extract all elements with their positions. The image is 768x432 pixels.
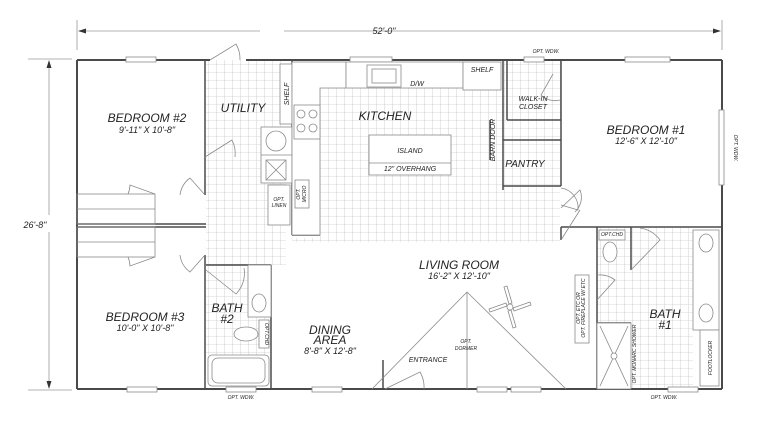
bath2-label-line1: BATH <box>211 301 242 315</box>
ceiling-fan-icon <box>488 285 532 329</box>
opt-chd-bath2-label: OPT.CHD <box>263 323 269 345</box>
bath1-fixtures <box>574 229 720 390</box>
opt-linen-line1: OPT. <box>273 197 284 203</box>
bedroom2-label: BEDROOM #2 <box>108 111 187 125</box>
bath1-label-line2: #1 <box>658 318 671 332</box>
dryer-icon <box>265 159 287 181</box>
dining-label-line2: AREA <box>313 333 347 347</box>
arrow-down-icon <box>46 381 52 389</box>
kitchen-shelf-label: SHELF <box>471 67 494 74</box>
opt-etc-line2: OPT. FIREPLACE W/ ETC <box>581 278 587 338</box>
bedroom3-label: BEDROOM #3 <box>106 310 185 324</box>
windows <box>125 56 725 393</box>
bath1-label-line1: BATH <box>649 307 680 321</box>
bedroom2-size: 9'-11" X 10'-8" <box>119 125 176 135</box>
sink-icon <box>698 233 714 253</box>
width-dimension-label: 52'-0" <box>373 26 397 36</box>
depth-dimension-label: 26'-8" <box>23 220 48 230</box>
depth-dimension <box>28 58 72 391</box>
footlocker-label: FOOTLOCKER <box>708 340 714 375</box>
barn-door-label: BARN DOOR <box>490 119 497 161</box>
labels: 52'-0" 26'-8" BEDROOM #2 9'-11" X 10'-8"… <box>23 26 738 401</box>
entrance-label: ENTRANCE <box>409 357 448 364</box>
arrow-left-icon <box>78 28 86 34</box>
opt-dormer-line2: DORMER <box>455 346 478 352</box>
toilet-icon <box>602 241 618 263</box>
walkin-closet-line1: WALK-IN <box>518 96 548 103</box>
opt-window-top-label: OPT. WDW. <box>533 49 560 55</box>
sink-icon <box>698 303 714 323</box>
kitchen-fixtures <box>291 61 502 236</box>
dishwasher-label: D/W <box>410 81 425 88</box>
opt-monarc-shower-label: OPT. MONARC SHOWER <box>632 324 638 383</box>
opt-dormer-line1: OPT. <box>460 339 471 345</box>
walkin-closet-line2: CLOSET <box>519 104 548 111</box>
overhang-label: 12" OVERHANG <box>384 166 437 173</box>
bathtub-icon <box>207 354 270 387</box>
pantry-label: PANTRY <box>505 159 546 170</box>
bath2-label-line2: #2 <box>220 312 234 326</box>
opt-micro-line2: MICRO <box>302 186 308 203</box>
width-dimension <box>76 20 723 50</box>
opt-chd-bath1-label: OPT.CHD <box>601 232 623 238</box>
doors <box>127 43 661 390</box>
living-room-size: 16'-2" X 12'-10" <box>428 271 491 281</box>
sink-icon <box>251 293 267 313</box>
bedroom1-size: 12'-6" X 12'-10" <box>615 136 678 146</box>
opt-etc-line1: OPT. ETC OR <box>576 292 582 324</box>
opt-window-bottom-left-label: OPT. WDW. <box>228 395 255 401</box>
bedroom1-label: BEDROOM #1 <box>607 123 686 137</box>
dining-size: 8'-8" X 12'-8" <box>304 346 357 356</box>
dormer-outline <box>371 291 567 390</box>
washer-icon <box>265 130 287 152</box>
sink-icon <box>366 64 402 88</box>
arrow-right-icon <box>713 28 721 34</box>
opt-micro-line1: OPT. <box>296 188 302 199</box>
living-room-label: LIVING ROOM <box>419 258 499 272</box>
opt-window-right-label: OPT. WDW. <box>732 135 738 162</box>
utility-shelf-label: SHELF <box>284 82 291 105</box>
kitchen-label: KITCHEN <box>359 109 412 123</box>
opt-window-bottom-right-label: OPT. WDW. <box>651 395 678 401</box>
arrow-up-icon <box>46 60 52 68</box>
toilet-icon <box>233 326 259 342</box>
island-label: ISLAND <box>397 148 422 155</box>
range-icon <box>293 104 321 140</box>
utility-fixtures <box>260 63 293 226</box>
dining-label-line1: DINING <box>309 323 351 337</box>
bedroom3-size: 10'-0" X 10'-8" <box>117 323 175 333</box>
opt-linen-line2: LINEN <box>272 203 287 209</box>
island <box>368 134 452 176</box>
utility-label: UTILITY <box>221 101 267 115</box>
bath2-fixtures <box>207 264 272 387</box>
